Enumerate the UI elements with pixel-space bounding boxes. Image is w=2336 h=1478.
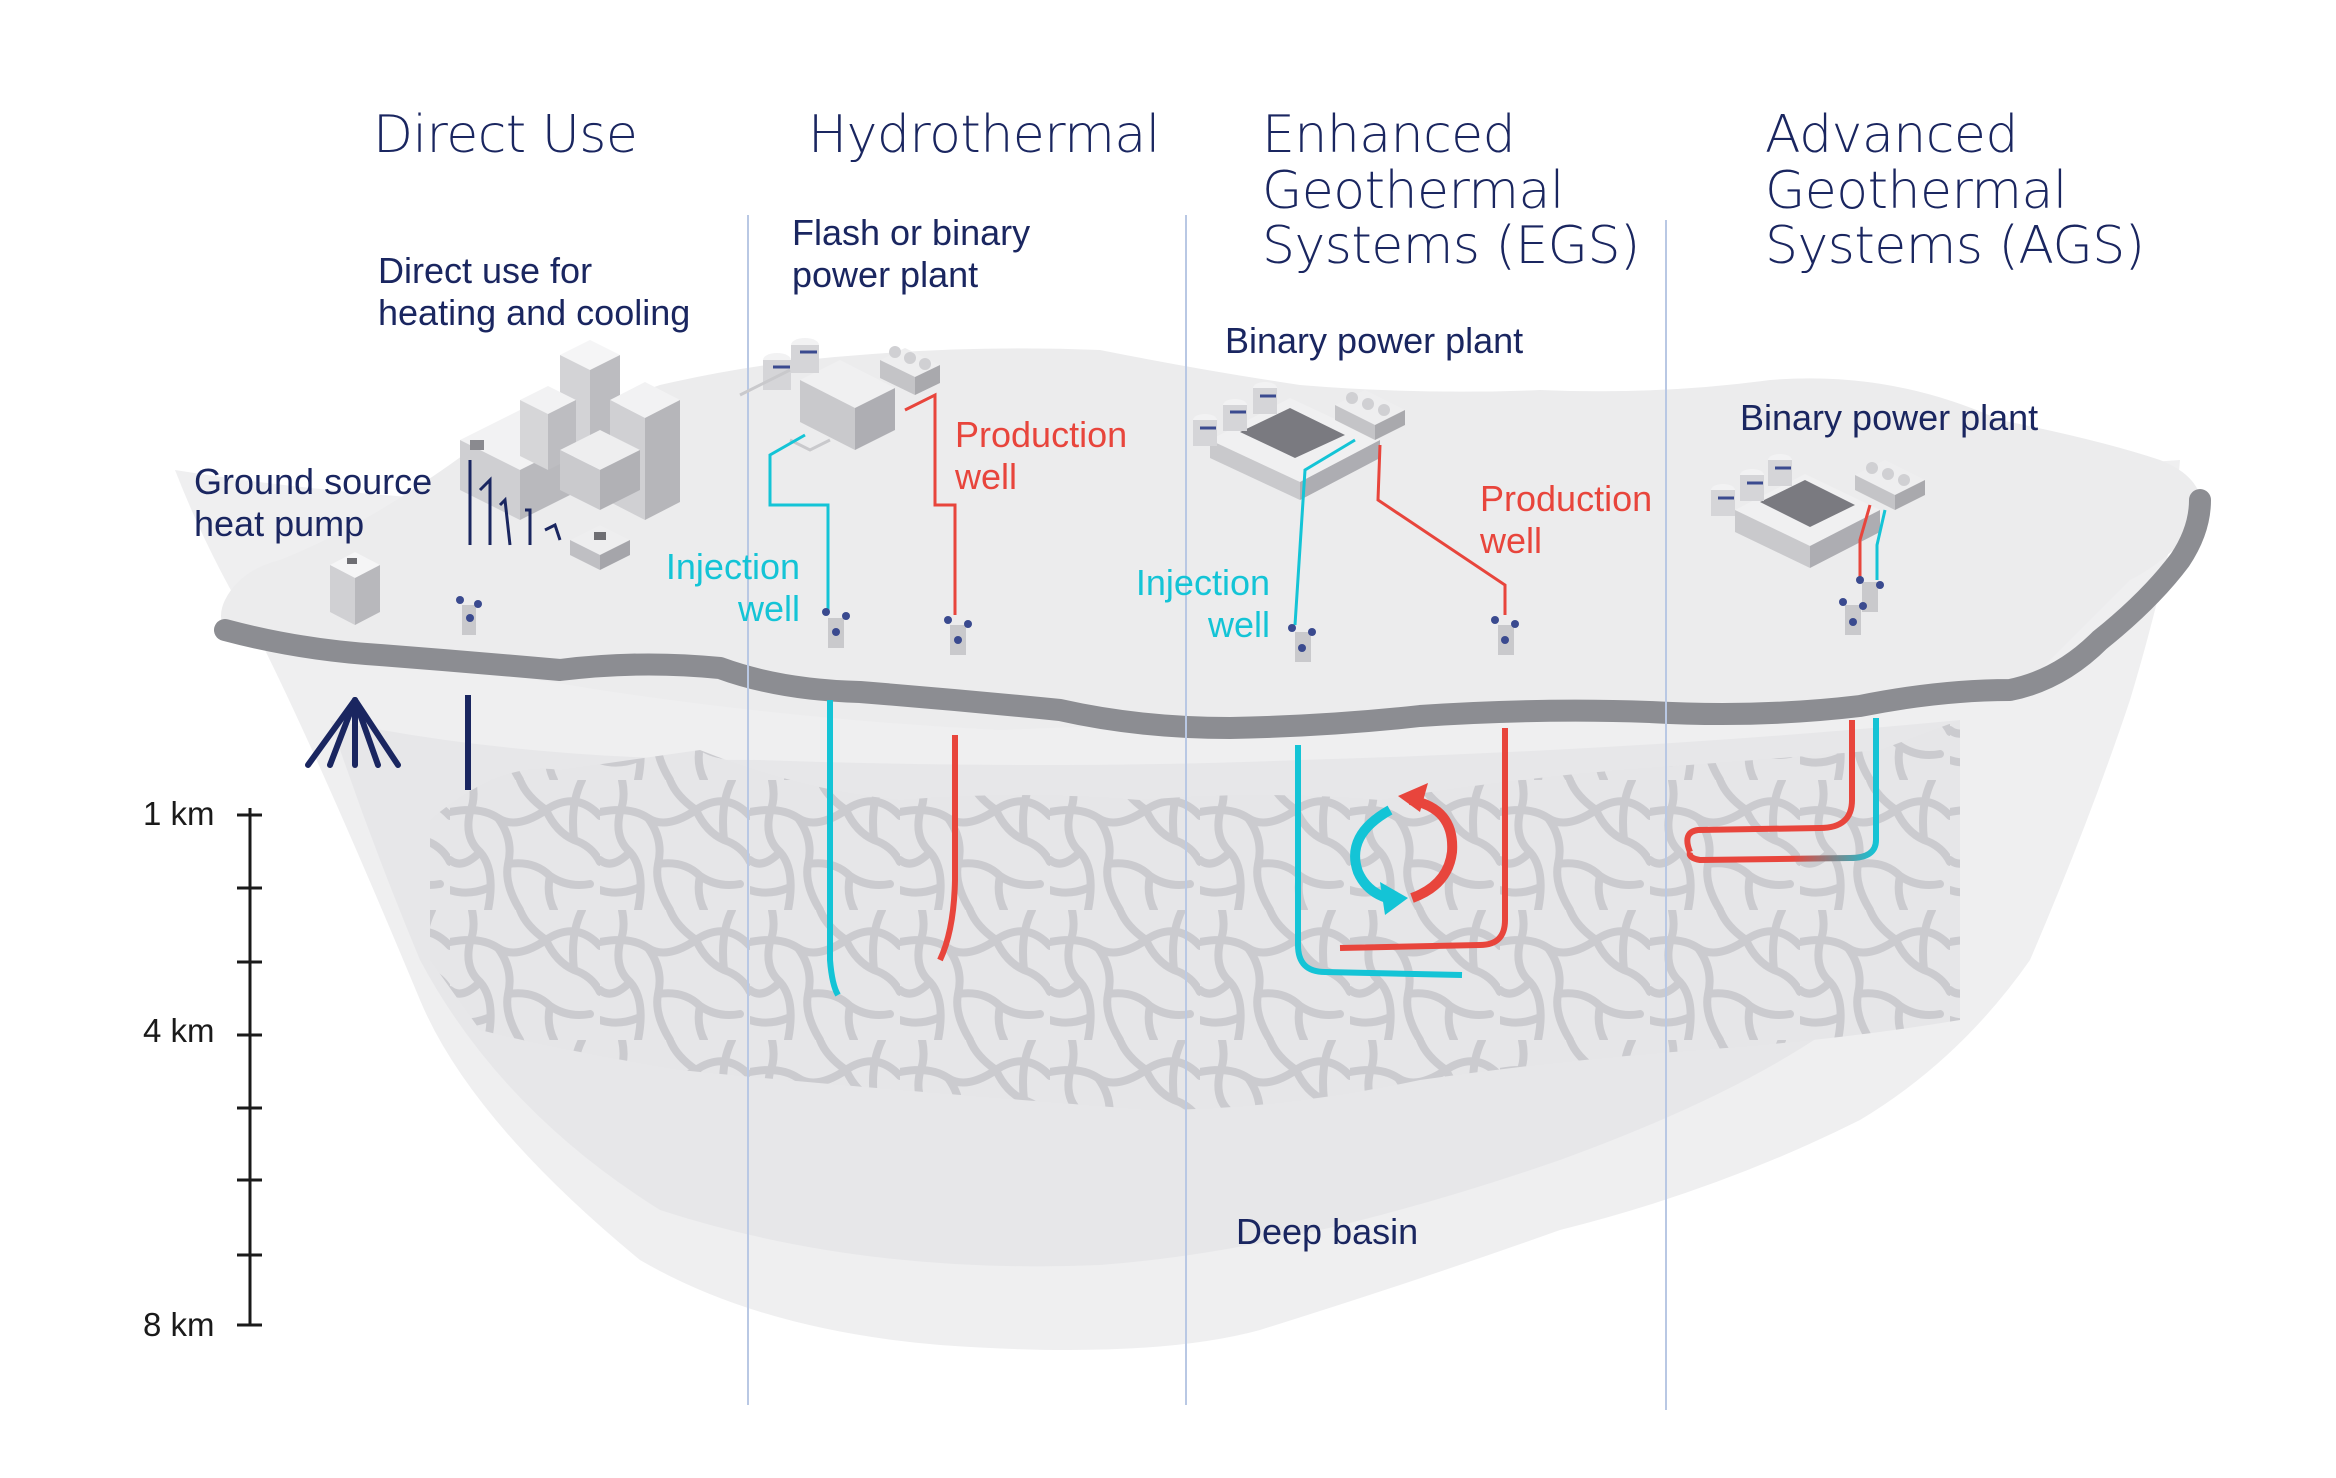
wellhead-icon-hydro-prod xyxy=(944,616,972,655)
label-flash-binary-line-1: Flash or binary xyxy=(792,212,1031,253)
direct-use-connectors xyxy=(468,460,562,546)
ags-closed-loop-injection xyxy=(1686,718,1879,864)
heading-ags-line-1: Advanced xyxy=(1765,105,2018,165)
egs-production-well xyxy=(1339,728,1508,951)
rock-layer xyxy=(430,720,1960,1110)
label-hydro-production-line-1: Production xyxy=(955,414,1128,455)
heat-pump-loops xyxy=(305,697,401,768)
heading-hydrothermal: Hydrothermal xyxy=(808,105,1160,165)
circulation-arrows-icon xyxy=(1350,783,1458,915)
label-ground-source-line-2: heat pump xyxy=(194,503,365,545)
label-egs-injection-line-1: Injection xyxy=(1135,562,1270,603)
label-hydro-production-line-2: well xyxy=(955,456,1018,498)
label-direct-use-heating-line-2: heating and cooling xyxy=(378,292,691,334)
egs-injection-surface xyxy=(1293,438,1356,626)
label-egs-injection: Injection well xyxy=(1125,562,1270,647)
heading-ags: Advanced Geothermal Systems (AGS) xyxy=(1765,105,2145,277)
egs-production-surface xyxy=(1376,444,1507,615)
label-ground-source-line-1: Ground source xyxy=(194,461,433,502)
label-ags-plant: Binary power plant xyxy=(1740,397,2039,438)
egs-injection-well xyxy=(1295,745,1463,978)
heading-ags-line-2: Geothermal xyxy=(1765,160,2067,221)
heading-ags-line-3: Systems (AGS) xyxy=(1765,216,2145,277)
depth-scale xyxy=(237,808,262,1327)
label-flash-binary-line-2: power plant xyxy=(792,254,979,296)
label-hydro-production: Production well xyxy=(955,414,1127,499)
heading-direct-use: Direct Use xyxy=(373,105,638,165)
label-egs-production-line-2: well xyxy=(1480,520,1543,562)
hydro-production-well xyxy=(937,735,958,962)
label-hydro-injection-line-1: Injection xyxy=(665,546,800,587)
label-deep-basin: Deep basin xyxy=(1236,1211,1419,1252)
depth-label-8km: 8 km xyxy=(143,1306,215,1343)
hydro-injection-surface xyxy=(768,433,830,610)
ags-closed-loop-production xyxy=(1684,720,1855,854)
surface-top xyxy=(221,348,2202,730)
label-egs-plant: Binary power plant xyxy=(1225,320,1524,361)
ags-surface-pipes xyxy=(1858,504,1872,580)
label-direct-use-heating: Direct use for heating and cooling xyxy=(378,250,690,335)
ground-band xyxy=(214,489,2211,739)
wellhead-icon-direct xyxy=(456,596,482,635)
heading-egs-line-1: Enhanced xyxy=(1262,105,1516,165)
label-flash-binary: Flash or binary power plant xyxy=(792,212,1030,297)
depth-label-1km: 1 km xyxy=(143,795,215,832)
wellhead-icon-egs-prod xyxy=(1491,616,1519,655)
label-direct-use-heating-line-1: Direct use for xyxy=(378,250,593,291)
heat-pump-icon xyxy=(330,552,380,625)
heading-egs-line-3: Systems (EGS) xyxy=(1262,216,1640,277)
flash-binary-plant-icon xyxy=(739,338,940,452)
wellhead-icon-hydro-inj xyxy=(822,608,850,648)
label-hydro-injection: Injection well xyxy=(655,546,800,631)
label-ground-source: Ground source heat pump xyxy=(194,461,432,546)
label-egs-injection-line-2: well xyxy=(1207,604,1270,646)
wellhead-icon-ags xyxy=(1839,576,1884,635)
heading-egs: Enhanced Geothermal Systems (EGS) xyxy=(1262,105,1640,277)
depth-label-4km: 4 km xyxy=(143,1012,215,1049)
egs-binary-plant-icon xyxy=(1193,382,1405,500)
label-egs-production-line-1: Production xyxy=(1480,478,1653,519)
ags-binary-plant-icon xyxy=(1711,454,1925,568)
hydro-production-surface xyxy=(904,392,957,615)
label-hydro-injection-line-2: well xyxy=(737,588,800,630)
wellhead-icon-egs-inj xyxy=(1288,624,1316,662)
city-buildings-icon xyxy=(460,340,680,570)
heading-egs-line-2: Geothermal xyxy=(1262,160,1564,221)
label-egs-production: Production well xyxy=(1480,478,1652,563)
hydro-injection-well xyxy=(827,700,841,997)
